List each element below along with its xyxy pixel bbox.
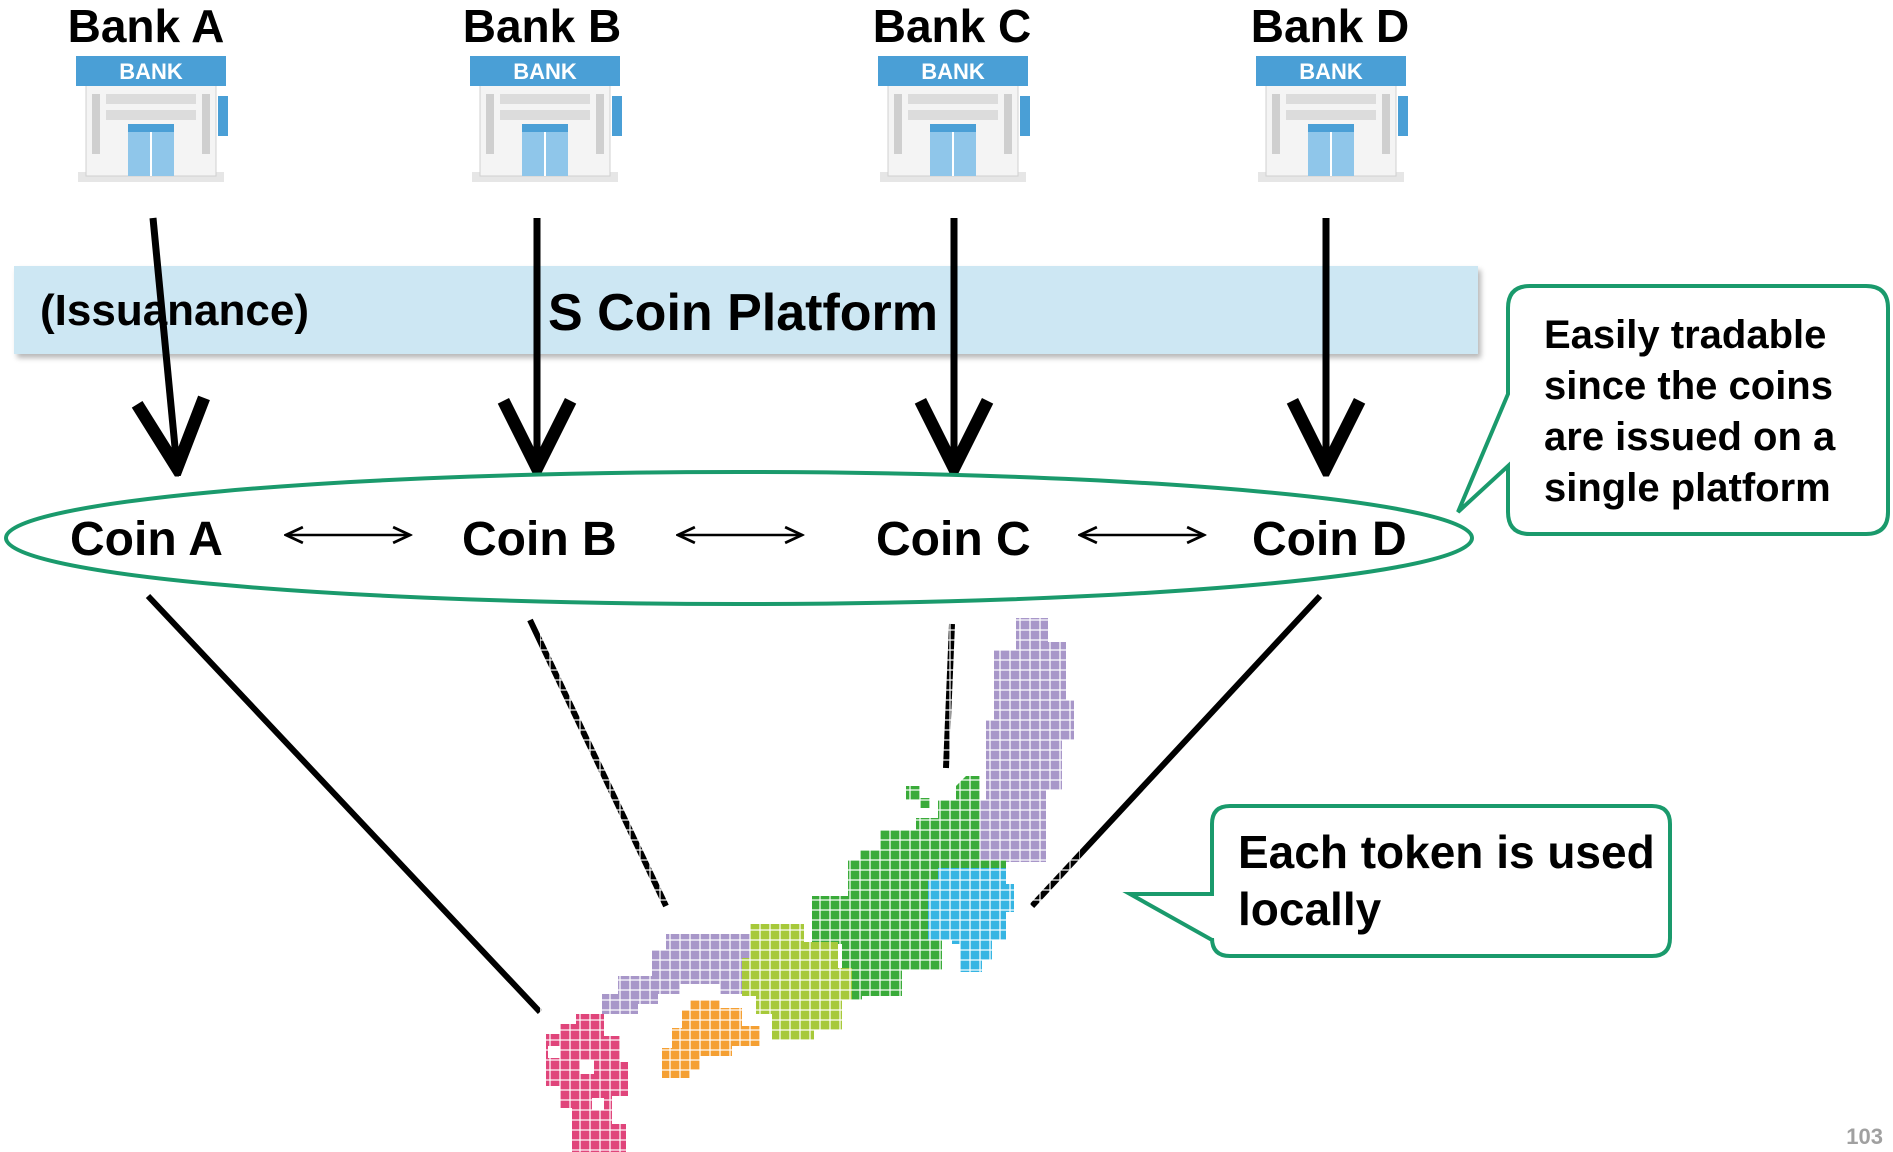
bank-c-label: Bank C (872, 0, 1032, 52)
bank-icon: BANK (878, 56, 1030, 182)
coin-b-label: Coin B (462, 513, 617, 566)
bank-sign: BANK (513, 59, 577, 84)
bank-d-label: Bank D (1250, 0, 1410, 52)
issuance-arrow-a (153, 217, 177, 468)
bank-a-label: Bank A (67, 0, 225, 52)
bank-sign: BANK (921, 59, 985, 84)
coin-ellipse (4, 470, 1474, 606)
bank-icon: BANK (470, 56, 622, 182)
s-coin-platform-band (14, 266, 1478, 354)
bank-b-label: Bank B (462, 0, 622, 52)
link-coin-a-region (145, 593, 543, 1015)
callout-platform-text: Easily tradable since the coins are issu… (1544, 313, 1836, 510)
bank-icon: BANK (1256, 56, 1408, 182)
platform-title: S Coin Platform (548, 284, 939, 342)
bank-sign: BANK (1299, 59, 1363, 84)
coin-d-label: Coin D (1252, 513, 1407, 566)
japan-pixel-map (540, 610, 1080, 1152)
bank-icon: BANK (76, 56, 228, 182)
platform-issuance-note: (Issuanance) (40, 286, 309, 335)
callout-platform-shape (1456, 284, 1890, 536)
coin-a-label: Coin A (70, 513, 223, 566)
bank-sign: BANK (119, 59, 183, 84)
coin-c-label: Coin C (876, 513, 1031, 566)
callout-local-shape (1122, 804, 1672, 958)
callout-local-text: Each token is used locally (1238, 826, 1655, 935)
page-number: 103 (1846, 1124, 1883, 1149)
